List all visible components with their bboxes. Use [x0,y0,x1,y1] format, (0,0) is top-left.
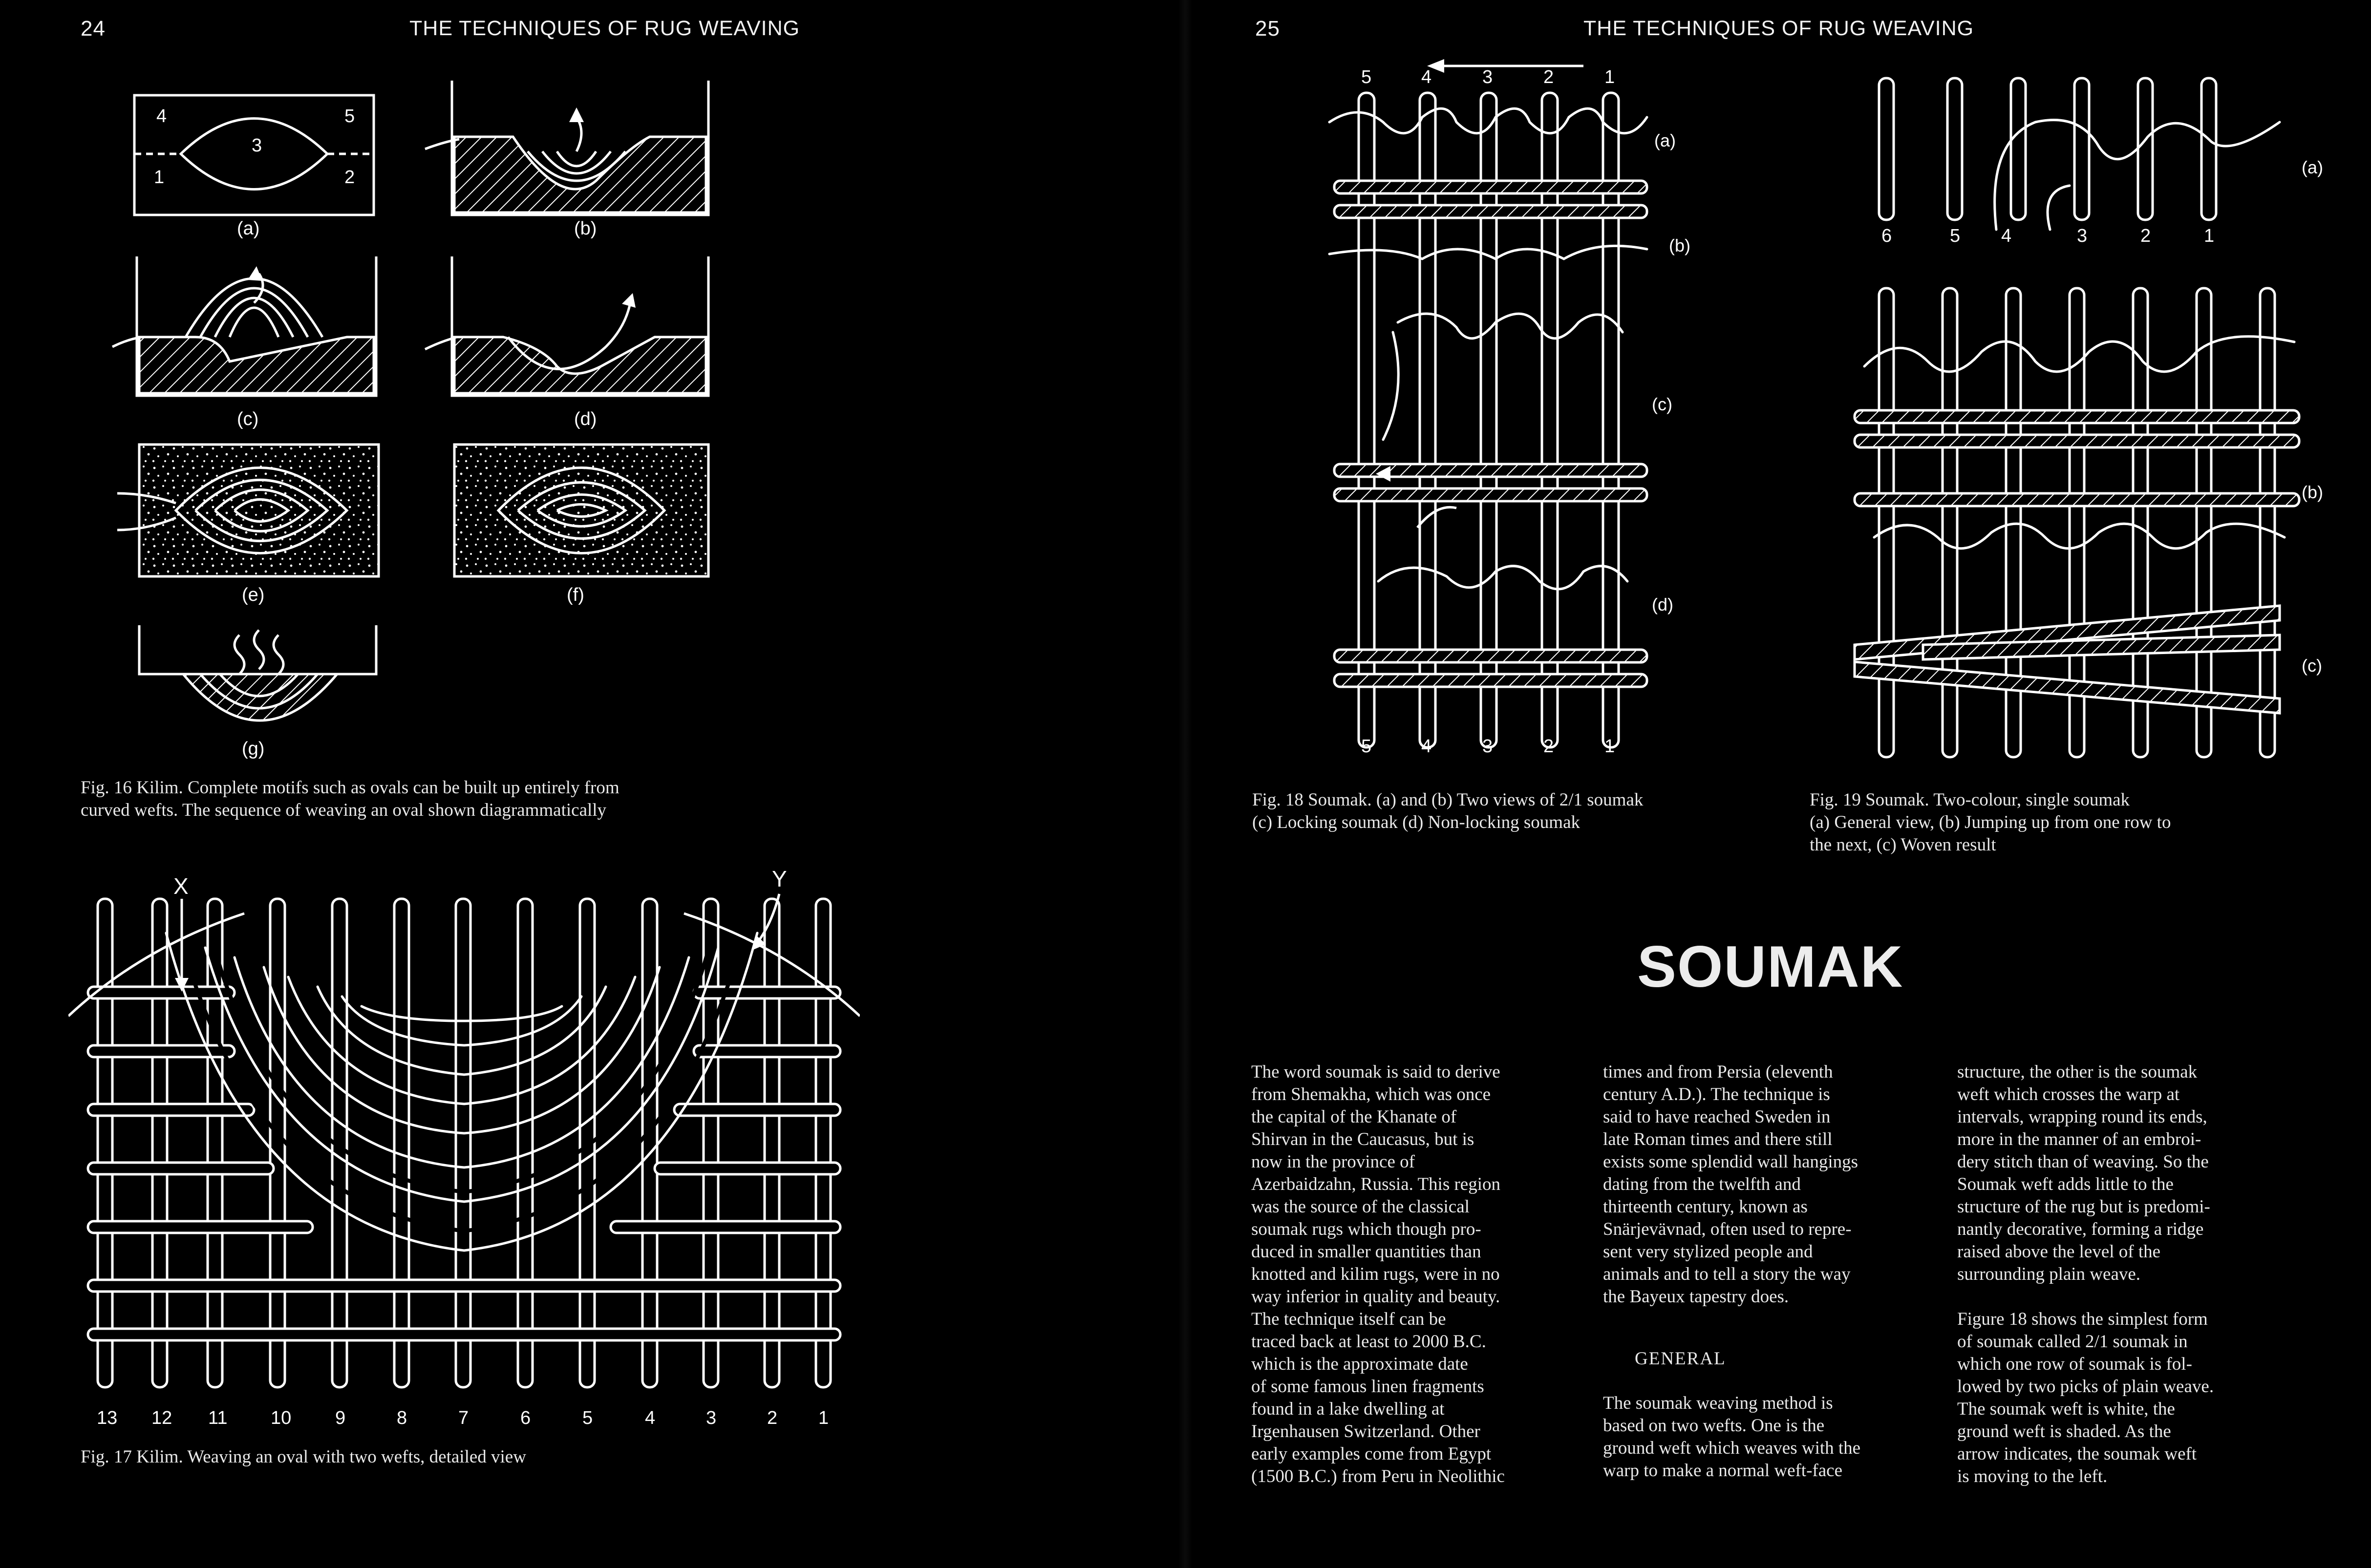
fig16-caption-line2: curved wefts. The sequence of weaving an… [81,800,607,820]
fig19-caption-line2: (a) General view, (b) Jumping up from on… [1810,812,2171,832]
fig18-caption-line1: Fig. 18 Soumak. (a) and (b) Two views of… [1252,790,1644,810]
weft-label-x: X [173,873,189,899]
fig18-soumak-wefts [1328,107,1648,591]
direction-arrow-icon [1427,59,1444,73]
fig18-bottom-number-3: 3 [1482,736,1493,757]
fig18-bottom-number-1: 1 [1604,736,1615,757]
fig17-diagram: X Y 13 12 11 10 9 8 7 6 5 4 3 2 1 [68,866,860,1428]
fig18-bottom-number-5: 5 [1361,736,1371,757]
warp-number-12: 12 [151,1408,172,1428]
fig18-top-number-3: 3 [1482,67,1493,87]
fig18-label-c: (c) [1652,394,1672,414]
body-column-1: The word soumak is said to derive from S… [1251,1062,1505,1486]
fig18-label-b: (b) [1669,235,1690,255]
warp-number-2: 2 [767,1408,777,1428]
fig17-warps [96,897,832,1389]
fig16-panel-c: (c) [111,256,378,429]
fig18-top-number-4: 4 [1421,67,1431,87]
warp-number-1: 1 [818,1408,829,1428]
fig19-number-1: 1 [2204,226,2214,246]
fig19-a-warps [1878,77,2218,221]
fig19-diagram: 6 5 4 3 2 1 [1853,77,2323,759]
area-number-5: 5 [344,106,355,127]
fig19-label-b: (b) [2302,482,2323,502]
fig19-number-3: 3 [2077,226,2087,246]
area-number-4: 4 [156,106,167,127]
fig16-caption-line1: Fig. 16 Kilim. Complete motifs such as o… [81,778,619,798]
fig16-panel-a: 4 3 5 1 2 (a) [133,94,375,239]
area-number-1: 1 [154,167,164,188]
fig19-number-5: 5 [1950,226,1960,246]
fig19-number-2: 2 [2140,226,2151,246]
fig16-label-f: (f) [567,585,584,605]
running-head-left: THE TECHNIQUES OF RUG WEAVING [409,17,800,40]
running-head-right: THE TECHNIQUES OF RUG WEAVING [1583,17,1974,40]
left-page: 24 THE TECHNIQUES OF RUG WEAVING 4 3 5 [0,0,1185,1568]
fig18-caption: Fig. 18 Soumak. (a) and (b) Two views of… [1252,789,1643,834]
warp-number-13: 13 [97,1408,117,1428]
fig18-bottom-number-4: 4 [1421,736,1431,757]
fig17-caption: Fig. 17 Kilim. Weaving an oval with two … [81,1447,526,1467]
fig16-panel-e: (e) [117,443,380,605]
fig19-caption-line1: Fig. 19 Soumak. Two-colour, single souma… [1810,790,2130,810]
weft-label-y: Y [772,866,787,891]
subheading-general: GENERAL [1635,1349,1726,1369]
fig18-top-number-5: 5 [1361,67,1371,87]
fig19-label-c: (c) [2302,656,2322,676]
fig17-wefts [68,912,860,1342]
warp-number-10: 10 [271,1408,291,1428]
fig19-warp-numbers: 6 5 4 3 2 1 [1881,226,2214,246]
fig18-label-d: (d) [1652,594,1673,614]
fig16-label-a: (a) [237,218,259,239]
fig18-top-number-1: 1 [1604,67,1615,87]
body-column-3: structure, the other is the soumak weft … [1957,1062,2214,1486]
page-number-left: 24 [81,17,106,41]
fig19-panel-labels: (a) (b) (c) [2302,157,2323,676]
warp-number-6: 6 [520,1408,531,1428]
warp-number-4: 4 [645,1408,655,1428]
fig16-label-g: (g) [242,739,264,759]
fig16-label-e: (e) [242,585,264,605]
page-number-right: 25 [1255,17,1280,41]
fig19-label-a: (a) [2302,157,2323,177]
fig19-caption-line3: the next, (c) Woven result [1810,835,1996,855]
fig16-caption: Fig. 16 Kilim. Complete motifs such as o… [81,777,619,822]
fig18-top-warp-numbers: 5 4 3 2 1 [1361,67,1615,87]
right-page: 25 THE TECHNIQUES OF RUG WEAVING 5 4 3 2… [1185,0,2371,1568]
section-title: SOUMAK [1637,934,1904,999]
fig16-label-c: (c) [237,409,258,429]
fig18-label-a: (a) [1654,130,1676,150]
warp-number-9: 9 [335,1408,345,1428]
fig19-caption: Fig. 19 Soumak. Two-colour, single souma… [1810,789,2171,856]
fig16-label-b: (b) [574,218,597,239]
fig18-diagram: 5 4 3 2 1 [1328,59,1690,757]
fig17-warp-numbers: 13 12 11 10 9 8 7 6 5 4 3 2 1 [97,1408,829,1428]
fig16-panel-g: (g) [138,625,378,759]
warp-number-8: 8 [397,1408,407,1428]
warp-number-11: 11 [208,1408,227,1428]
fig18-panel-labels: (a) (b) (c) (d) [1652,130,1690,614]
fig19-number-4: 4 [2001,226,2011,246]
fig16-panel-f: (f) [453,443,710,605]
area-number-2: 2 [344,167,355,188]
body-column-2-top: times and from Persia (eleventh century … [1603,1062,1858,1307]
fig19-number-6: 6 [1881,226,1892,246]
fig16-label-d: (d) [574,409,597,429]
warp-number-3: 3 [706,1408,716,1428]
fig16-panel-b: (b) [425,81,710,239]
body-column-2-bottom: The soumak weaving method is based on tw… [1603,1393,1861,1481]
fig18-bottom-number-2: 2 [1543,736,1554,757]
fig16-diagram: 4 3 5 1 2 (a) (b) (c) [111,81,710,759]
book-gutter [1178,0,1192,1568]
warp-number-7: 7 [458,1408,469,1428]
warp-number-5: 5 [582,1408,593,1428]
area-number-3: 3 [252,135,262,156]
fig18-top-number-2: 2 [1543,67,1554,87]
fig18-bottom-warp-numbers: 5 4 3 2 1 [1361,736,1615,757]
fig16-panel-d: (d) [424,256,710,429]
fig18-caption-line2: (c) Locking soumak (d) Non-locking souma… [1252,812,1580,832]
